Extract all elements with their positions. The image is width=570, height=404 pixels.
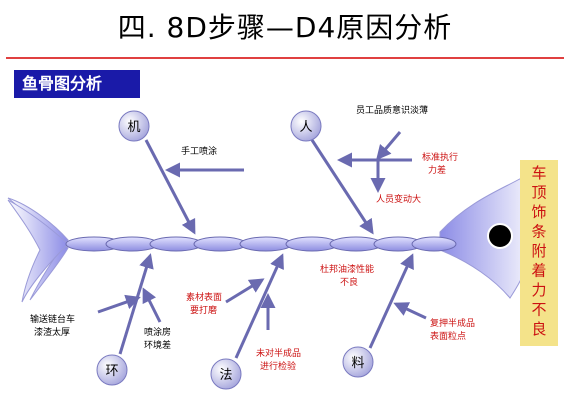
fish-eye-ring: [487, 223, 513, 249]
category-label-method: 法: [219, 368, 232, 383]
cause-conveyor-residue-2: 漆渣太厚: [34, 326, 70, 338]
bone-material: [368, 253, 414, 349]
effect-char: 附: [531, 242, 546, 260]
category-node-material: [342, 346, 374, 378]
category-label-man: 人: [299, 120, 312, 135]
fish-tail: [7, 197, 69, 301]
cause-paint-performance-2: 不良: [340, 276, 358, 288]
cause-standard-execution: 标准执行: [422, 151, 458, 163]
title-divider: [6, 57, 564, 59]
slide-title: 四. 8D步骤—D4原因分析: [117, 11, 453, 44]
section-heading: 鱼骨图分析: [14, 70, 140, 98]
bone-man: [310, 139, 374, 235]
fish-eye: [488, 224, 512, 248]
arrow-conveyor-residue: [97, 294, 141, 314]
bone-method: [234, 253, 284, 359]
cause-staff-change: 人员变动大: [376, 193, 421, 205]
cause-quality-awareness: 员工品质意识淡薄: [356, 104, 428, 116]
cause-surface-sanding-2: 要打磨: [190, 304, 217, 316]
fish-tail-fin: [7, 199, 69, 303]
cause-hand-spray: 手工喷涂: [181, 145, 217, 157]
effect-char: 着: [531, 262, 546, 280]
bone-machine: [144, 139, 196, 235]
effect-box: [520, 160, 558, 346]
effect-char: 力: [531, 281, 546, 299]
cause-paint-performance: 杜邦油漆性能: [320, 263, 374, 275]
effect-char: 不: [531, 301, 546, 319]
spine: [65, 236, 457, 252]
cause-booth-environment-2: 环境差: [144, 339, 171, 351]
category-node-method: [210, 358, 242, 390]
effect-char: 车: [531, 164, 546, 182]
cause-standard-execution-2: 力差: [428, 164, 446, 176]
bone-environment: [118, 253, 154, 355]
arrow-quality-awareness: [376, 131, 402, 161]
cause-booth-environment: 喷涂房: [144, 326, 171, 338]
arrow-surface-particles: [393, 302, 427, 320]
cause-semi-inspection-2: 进行检验: [260, 360, 296, 372]
category-node-man: [290, 110, 322, 142]
category-label-machine: 机: [127, 120, 140, 135]
effect-char: 良: [531, 320, 546, 338]
cause-surface-particles-2: 表面粒点: [430, 330, 466, 342]
arrow-surface-sanding: [225, 278, 265, 304]
cause-conveyor-residue: 输送链台车: [30, 313, 75, 325]
category-label-environment: 环: [105, 364, 118, 379]
category-node-environment: [96, 354, 128, 386]
category-label-material: 料: [351, 356, 364, 371]
category-node-machine: [118, 110, 150, 142]
effect-char: 饰: [531, 203, 546, 221]
arrow-booth-environment: [142, 287, 162, 323]
cause-surface-particles: 复押半成品: [430, 317, 475, 329]
effect-char: 条: [531, 223, 546, 241]
effect-char: 顶: [531, 184, 546, 202]
cause-semi-inspection: 未对半成品: [256, 347, 301, 359]
cause-surface-sanding: 素材表面: [186, 291, 222, 303]
